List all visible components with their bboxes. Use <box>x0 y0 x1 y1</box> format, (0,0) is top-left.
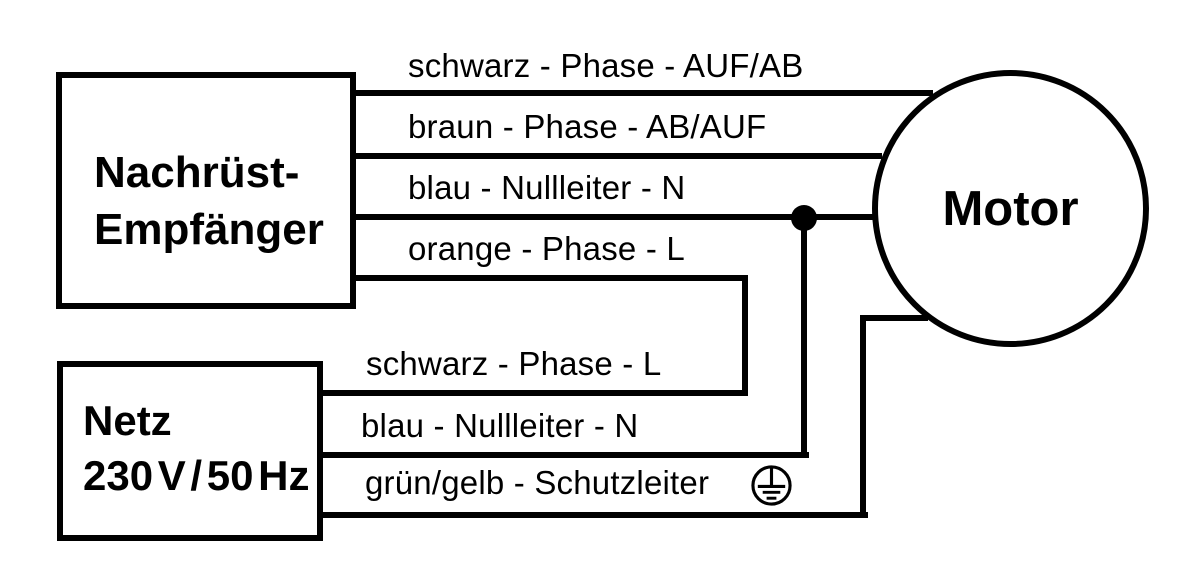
protective-earth-icon <box>751 465 792 506</box>
wire-gruen-gelb-schutzleiter-to-motor <box>860 315 928 321</box>
receiver-box-label-line1: Nachrüst- <box>94 148 300 197</box>
wire-label-orange-phase-l: orange - Phase - L <box>408 230 685 267</box>
wire-label-schwarz-phase-auf-ab: schwarz - Phase - AUF/AB <box>408 47 804 84</box>
wire-braun-phase-ab-auf <box>355 153 882 159</box>
motor-circle: Motor <box>872 70 1149 347</box>
wire-label-braun-phase-ab-auf: braun - Phase - AB/AUF <box>408 108 767 145</box>
receiver-box-label-line2: Empfänger <box>94 205 324 254</box>
wire-orange-phase-l-vertical <box>742 275 748 396</box>
wire-label-blau-nullleiter-mains: blau - Nullleiter - N <box>361 407 639 444</box>
mains-box-label-line1: Netz <box>83 397 172 444</box>
wire-gruen-gelb-schutzleiter-vertical <box>860 315 866 518</box>
wire-blau-nullleiter-receiver <box>355 214 873 220</box>
wire-label-gruen-gelb-schutzleiter: grün/gelb - Schutzleiter <box>365 464 710 501</box>
receiver-box-label: Nachrüst- Empfänger <box>94 144 324 258</box>
mains-box-label: Netz 230 V / 50 Hz <box>83 393 309 503</box>
wire-schwarz-phase-auf-ab <box>355 90 933 96</box>
wire-blau-nullleiter-mains-horizontal <box>322 452 809 458</box>
mains-box-label-line2: 230 V / 50 Hz <box>83 452 310 499</box>
motor-label: Motor <box>942 181 1079 236</box>
receiver-box: Nachrüst- Empfänger <box>56 72 356 309</box>
wire-schwarz-phase-l <box>322 390 748 396</box>
mains-box: Netz 230 V / 50 Hz <box>57 361 323 541</box>
wire-label-schwarz-phase-l: schwarz - Phase - L <box>366 345 662 382</box>
wire-label-blau-nullleiter-receiver: blau - Nullleiter - N <box>408 169 686 206</box>
wire-gruen-gelb-schutzleiter-horizontal <box>322 512 868 518</box>
wire-orange-phase-l-horizontal <box>355 275 748 281</box>
wire-blau-nullleiter-mains-vertical <box>801 217 807 458</box>
junction-dot <box>791 205 817 231</box>
